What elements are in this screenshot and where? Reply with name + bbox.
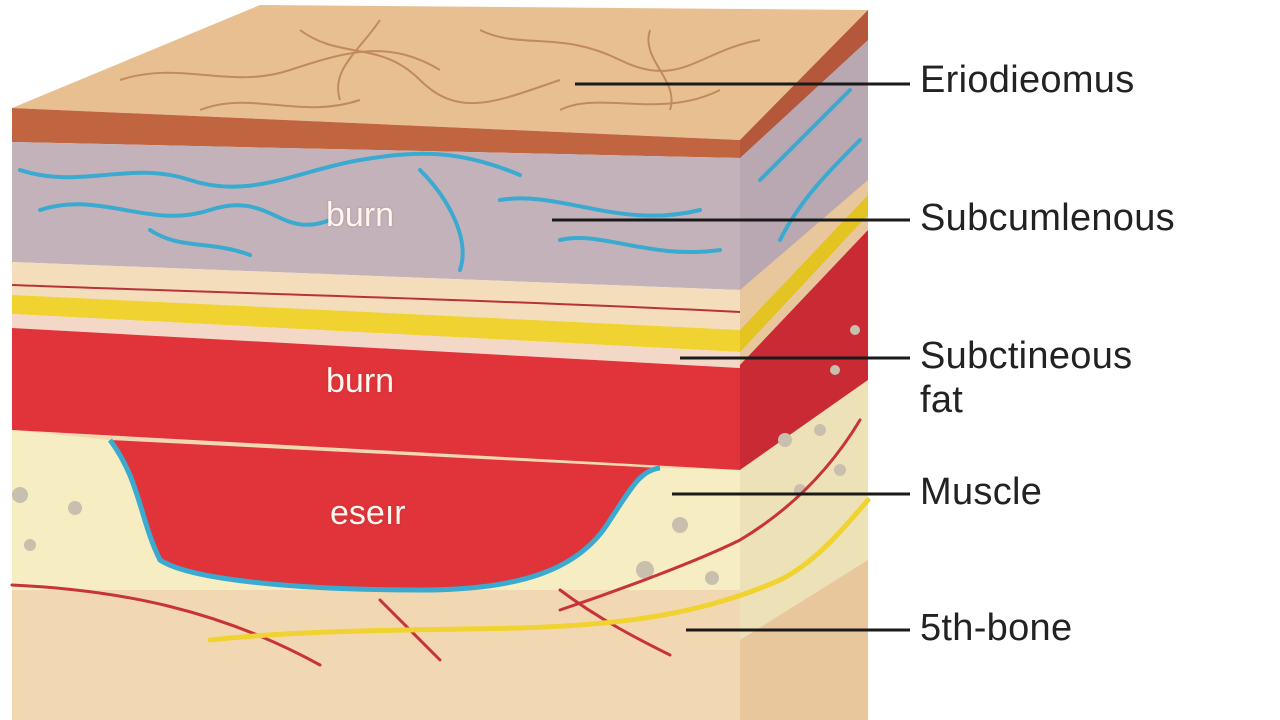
muscle-dots: [12, 325, 860, 585]
callout-bone: 5th-bone: [920, 607, 1073, 649]
right-side-burn: [740, 230, 868, 470]
burn-crater: [110, 440, 660, 590]
callout-muscle: Muscle: [920, 471, 1043, 513]
callout-epidermis: Eriodieomus: [920, 59, 1135, 101]
right-side-muscle: [740, 380, 868, 640]
yellow-nerve-band: [12, 295, 740, 352]
callout-dermis: Subcumlenous: [920, 197, 1175, 239]
crater-rim: [107, 438, 661, 593]
epidermis-cracks: [119, 19, 761, 111]
leader-lines: [552, 82, 910, 632]
muscle-layer: [12, 430, 740, 590]
fat-band: [12, 262, 740, 330]
epidermis-edge: [12, 108, 740, 158]
burn-red-label: burn: [326, 362, 395, 400]
epidermis-top-face: [12, 5, 868, 140]
yellow-nerve-side: [740, 195, 868, 352]
burn-red-layer: [12, 328, 740, 470]
fat-red-line: [11, 284, 741, 313]
eschar-label: eseır: [330, 494, 406, 532]
callout-fat: Subctineous fat: [920, 335, 1133, 421]
dermis-front: [12, 142, 740, 290]
fat-lower-strip: [12, 314, 740, 368]
blue-vessels: [18, 88, 862, 272]
burn-dermis-label: burn: [326, 196, 395, 234]
deep-vessels: [10, 418, 871, 667]
